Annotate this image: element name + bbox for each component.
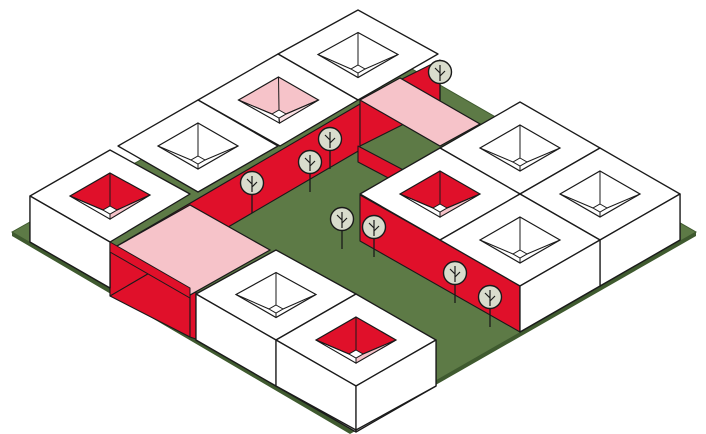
tree-branches bbox=[434, 65, 446, 81]
court-edge bbox=[364, 54, 399, 70]
block-side-right bbox=[355, 339, 437, 431]
court-edge bbox=[235, 294, 270, 310]
court-edge bbox=[157, 145, 192, 161]
court-edge bbox=[278, 117, 280, 124]
block-side-left bbox=[29, 195, 111, 289]
tree-branches bbox=[484, 290, 496, 306]
court-edge bbox=[446, 193, 481, 209]
deciduous-tree-icon bbox=[239, 170, 265, 213]
tree-branches bbox=[304, 155, 316, 171]
court-edge bbox=[285, 99, 319, 115]
court-edge bbox=[282, 294, 317, 310]
court-edge bbox=[204, 145, 239, 161]
court-edge bbox=[362, 339, 397, 355]
tree-branches bbox=[336, 212, 348, 228]
deciduous-tree-icon bbox=[297, 149, 323, 192]
court-edge bbox=[479, 239, 514, 255]
courtyard-trees-front bbox=[442, 260, 503, 327]
courtyard-trees-back bbox=[239, 59, 453, 257]
deciduous-tree-icon bbox=[361, 214, 387, 257]
court-edge bbox=[238, 99, 273, 115]
bridge-roof-upper bbox=[358, 77, 482, 147]
tree-branches bbox=[368, 220, 380, 236]
court-edge bbox=[315, 339, 350, 355]
court-edge bbox=[606, 193, 641, 209]
deciduous-tree-icon bbox=[329, 206, 355, 249]
building-block bbox=[117, 99, 279, 193]
building-block bbox=[197, 53, 359, 147]
bridge-underside bbox=[109, 241, 191, 299]
deciduous-tree-icon bbox=[442, 260, 468, 303]
court-edge bbox=[116, 194, 151, 211]
tree-branches bbox=[449, 266, 461, 282]
court-edge bbox=[399, 193, 434, 209]
deciduous-tree-icon bbox=[317, 126, 343, 169]
tree-branches bbox=[246, 176, 258, 192]
court-edge bbox=[559, 193, 594, 209]
court-edge bbox=[278, 76, 280, 111]
court-edge bbox=[526, 147, 561, 163]
building-blocks bbox=[29, 9, 681, 433]
court-edge bbox=[69, 195, 104, 211]
deciduous-tree-icon bbox=[427, 59, 453, 102]
deciduous-tree-icon bbox=[477, 284, 503, 327]
court-edge bbox=[526, 239, 561, 255]
court-edge bbox=[317, 54, 352, 70]
court-edge bbox=[479, 147, 514, 163]
block-side-right bbox=[519, 239, 601, 333]
tree-branches bbox=[324, 132, 336, 148]
